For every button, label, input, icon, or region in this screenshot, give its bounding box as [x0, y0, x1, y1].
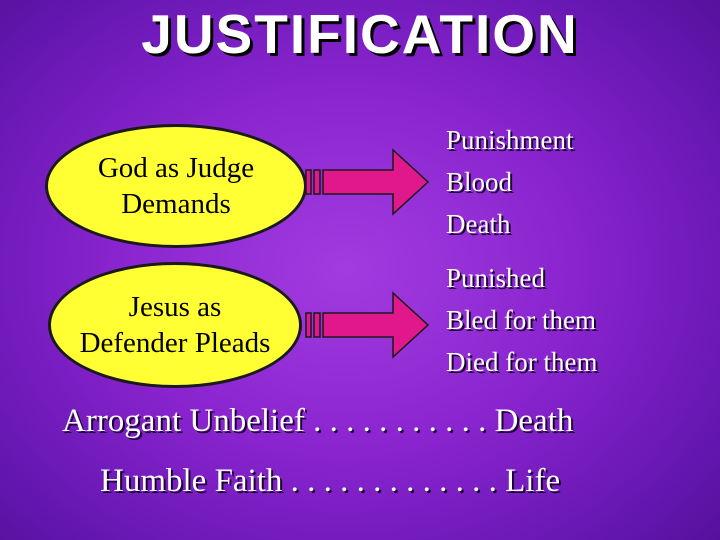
demands-list: Punishment Blood Death — [446, 119, 574, 245]
faith-line: Humble Faith . . . . . . . . . . . . . L… — [100, 463, 561, 499]
oval-line: Jesus as — [128, 291, 222, 323]
list-item: Punishment — [446, 125, 574, 155]
list-item: Died for them — [446, 347, 598, 377]
oval-line: Defender Pleads — [79, 327, 271, 359]
arrow-right-icon — [305, 291, 430, 359]
oval-line: God as Judge — [97, 152, 255, 184]
unbelief-line: Arrogant Unbelief . . . . . . . . . . . … — [62, 403, 574, 439]
list-item: Bled for them — [446, 305, 596, 335]
oval-god-as-judge: God as Judge Demands — [45, 124, 307, 248]
list-item: Punished — [446, 263, 546, 293]
oval-line: Demands — [121, 188, 231, 220]
slide-title: JUSTIFICATION — [141, 3, 579, 65]
list-item: Death — [446, 209, 511, 239]
arrow-right-icon — [305, 148, 430, 216]
pleads-list: Punished Bled for them Died for them — [446, 257, 597, 383]
list-item: Blood — [446, 167, 513, 197]
oval-jesus-as-defender: Jesus as Defender Pleads — [48, 262, 302, 388]
